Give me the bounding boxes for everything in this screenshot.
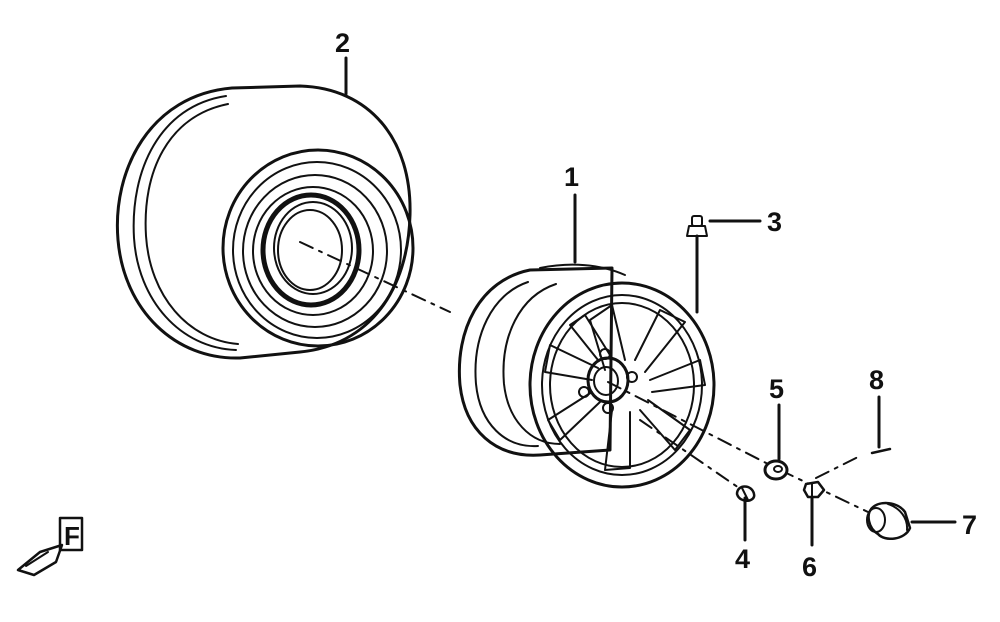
- pin-centerline: [815, 454, 863, 479]
- valve-stem: [686, 215, 708, 314]
- axis-centerline: [299, 241, 451, 313]
- callout-8: 8: [869, 365, 884, 395]
- washer: [763, 459, 789, 481]
- rim-nut: [735, 485, 756, 502]
- callout-7: 7: [962, 510, 977, 540]
- tire: [115, 84, 415, 360]
- direction-f-label: F: [64, 521, 80, 551]
- callout-4: 4: [735, 544, 750, 574]
- cotter-pin: [870, 447, 892, 455]
- callout-6: 6: [802, 552, 817, 582]
- hub-cap: [866, 501, 912, 541]
- axle-centerline: [607, 381, 771, 466]
- leader-lines: [344, 56, 957, 547]
- stud-centerline: [639, 419, 743, 491]
- axle-nut: [802, 480, 826, 499]
- front-direction-marker: F: [16, 516, 84, 577]
- callout-3: 3: [767, 207, 782, 237]
- callout-5: 5: [769, 374, 784, 404]
- callout-2: 2: [335, 28, 350, 58]
- callout-1: 1: [564, 162, 579, 192]
- wheel-rim: [457, 263, 716, 489]
